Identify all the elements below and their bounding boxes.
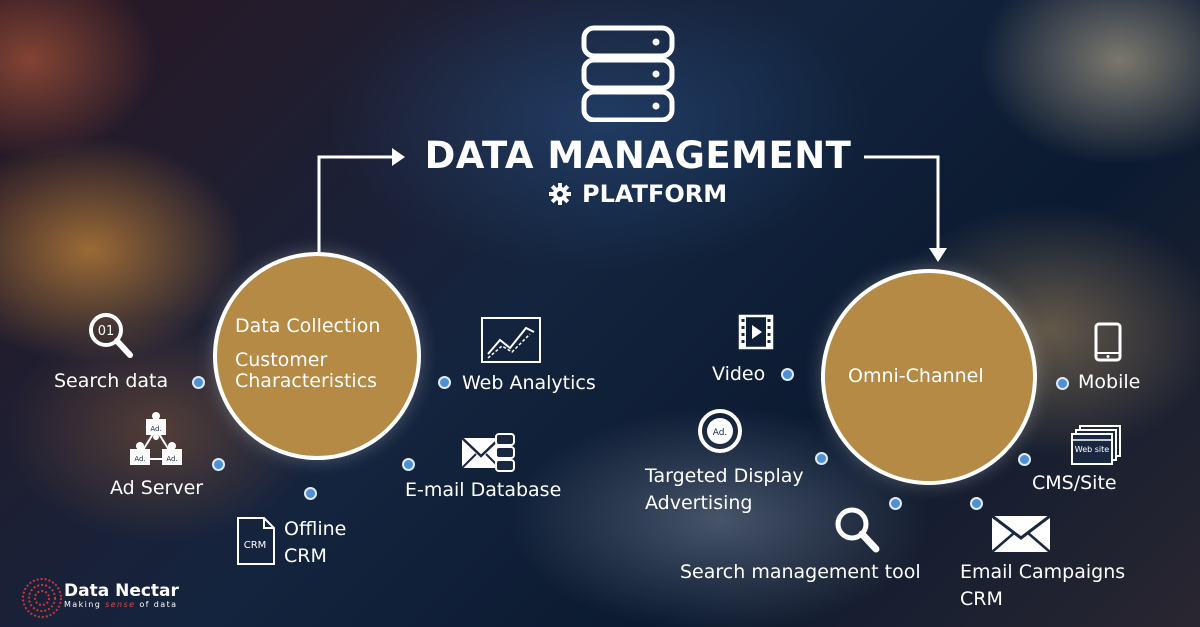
brand-tagline: Making sense of data	[64, 600, 177, 609]
mobile-icon	[1094, 322, 1122, 362]
dot-search-data	[192, 376, 205, 389]
crm-document-text: CRM	[244, 540, 267, 551]
page-title: DATA MANAGEMENT	[424, 134, 852, 177]
data-collection-hub	[213, 252, 421, 460]
ad-target-text: Ad.	[713, 428, 728, 438]
ad-target-icon: Ad.	[698, 409, 742, 453]
label-targeted-display: Targeted Display	[645, 465, 804, 487]
arrow-right-connector	[864, 155, 940, 248]
brand-tag-after: of data	[135, 600, 178, 609]
label-ad-server: Ad Server	[110, 477, 204, 499]
dot-ad-server	[212, 458, 225, 471]
video-icon	[738, 314, 774, 350]
brand-name: Data Nectar	[64, 581, 179, 601]
label-search-data: Search data	[54, 370, 169, 392]
hub-line-customer: Customer	[235, 349, 328, 371]
label-email-crm: CRM	[960, 588, 1003, 610]
network-icon: Ad. Ad. Ad.	[130, 412, 182, 465]
label-video: Video	[712, 363, 766, 385]
label-email-database: E-mail Database	[405, 479, 562, 501]
label-mobile: Mobile	[1078, 371, 1141, 393]
line-chart-icon	[481, 317, 541, 363]
arrow-left-connector	[317, 155, 392, 252]
crm-document-icon: CRM	[237, 517, 275, 565]
magnifier-icon: 01	[89, 313, 133, 358]
dot-search-tool	[889, 497, 902, 510]
page-subtitle: PLATFORM	[548, 180, 727, 208]
database-icon	[581, 25, 675, 122]
ad-node-right: Ad.	[166, 455, 177, 463]
arrow-right-head	[929, 248, 947, 262]
label-web-analytics: Web Analytics	[462, 372, 596, 394]
search-icon	[835, 507, 880, 553]
gear-icon	[549, 183, 571, 205]
label-advertising: Advertising	[645, 492, 753, 514]
dot-web-analytics	[438, 376, 451, 389]
dot-email-campaigns	[970, 497, 983, 510]
website-icon: Web site	[1071, 425, 1121, 465]
dot-cms-site	[1018, 453, 1031, 466]
dot-offline-crm	[304, 487, 317, 500]
hub-line-data-collection: Data Collection	[235, 315, 381, 337]
ad-node-left: Ad.	[134, 455, 145, 463]
label-email-campaigns: Email Campaigns	[960, 561, 1126, 583]
label-search-tool: Search management tool	[680, 561, 921, 583]
magnifier-number: 01	[98, 324, 115, 339]
dot-video	[781, 368, 794, 381]
omni-channel-hub	[821, 269, 1037, 485]
dot-mobile	[1056, 377, 1069, 390]
ad-node-top: Ad.	[150, 425, 161, 433]
brand-tag-highlight: sense	[105, 600, 136, 609]
website-text: Web site	[1075, 445, 1110, 454]
hub-line-characteristics: Characteristics	[235, 370, 378, 392]
label-offline-crm: CRM	[284, 545, 327, 567]
dot-email-database	[402, 458, 415, 471]
arrow-left-head	[392, 148, 405, 166]
label-offline: Offline	[284, 518, 347, 540]
hub-label-omni-channel: Omni-Channel	[848, 365, 984, 387]
label-cms-site: CMS/Site	[1032, 472, 1117, 494]
brand-tag-before: Making	[64, 600, 106, 609]
subtitle-text: PLATFORM	[582, 180, 728, 208]
dot-targeted-advertising	[815, 452, 828, 465]
envelope-icon	[991, 514, 1051, 553]
email-database-icon	[461, 433, 515, 472]
brand-logo-icon	[22, 578, 62, 618]
